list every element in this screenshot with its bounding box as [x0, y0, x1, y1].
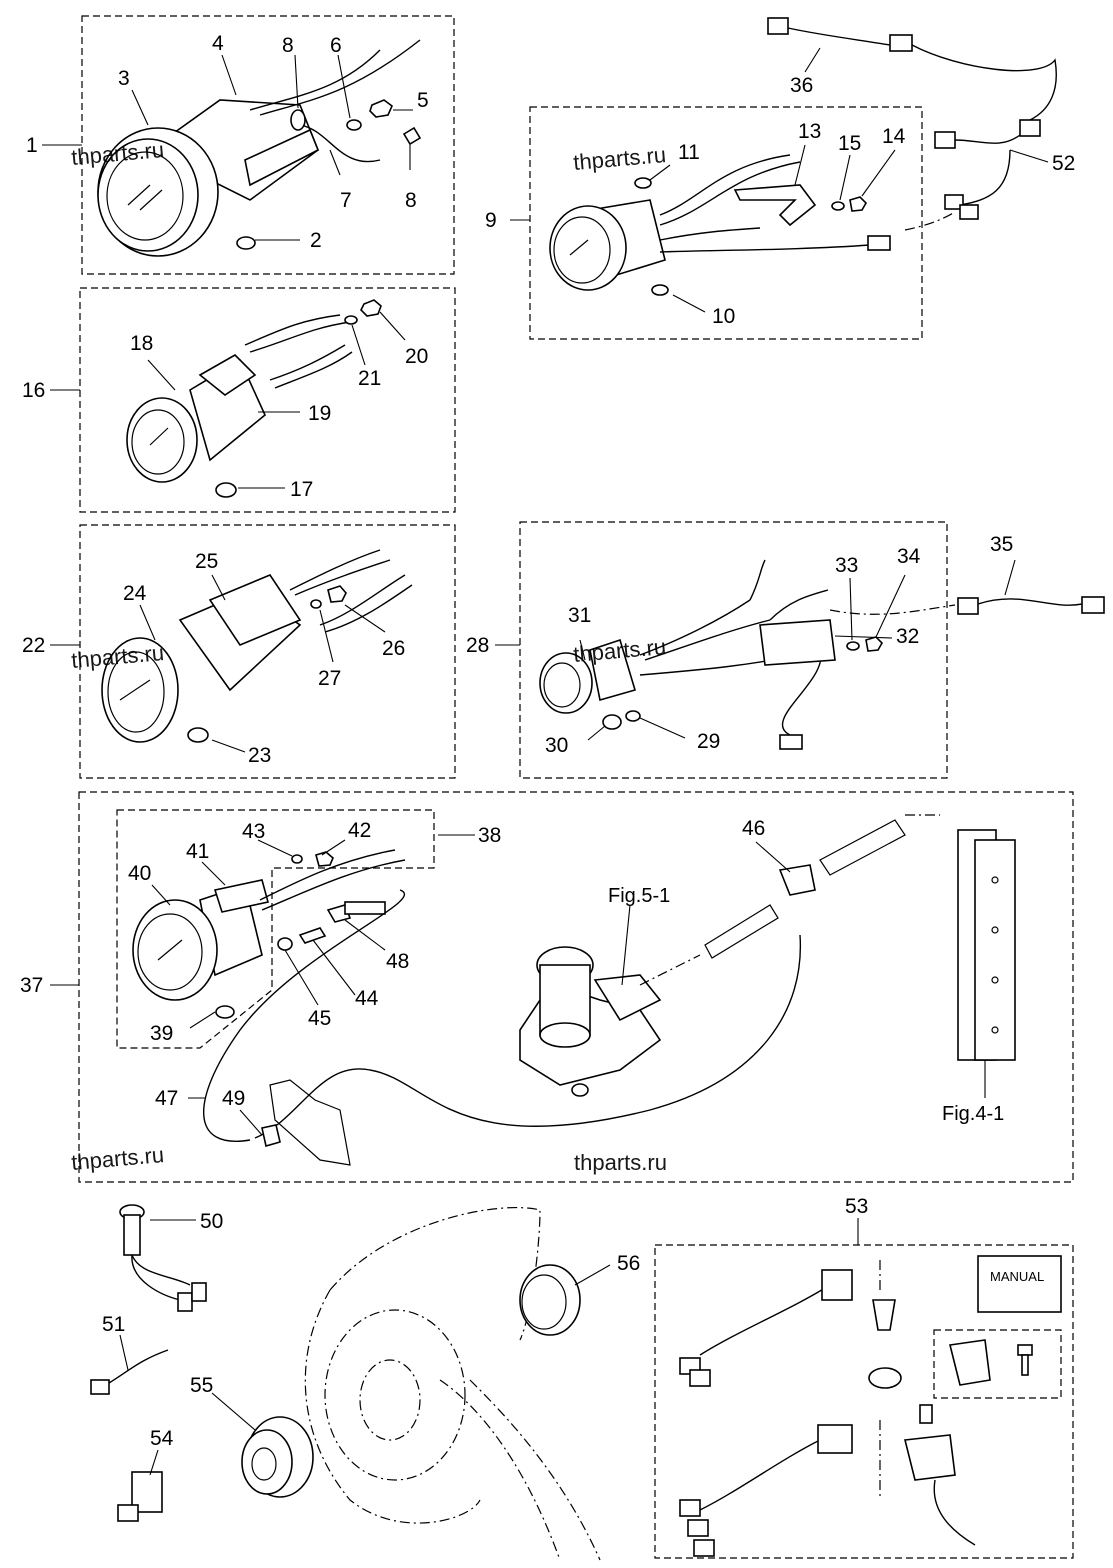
callout-27: 27 — [318, 667, 341, 690]
hub-55 — [241, 1416, 314, 1498]
callout-26: 26 — [382, 637, 405, 660]
kit-53 — [679, 1255, 1062, 1557]
callout-55: 55 — [190, 1374, 213, 1397]
callout-37: 37 — [20, 974, 43, 997]
callout-10: 10 — [712, 305, 735, 328]
callout-53: 53 — [845, 1195, 868, 1218]
switch-50 — [119, 1204, 207, 1312]
callout-6: 6 — [330, 34, 342, 57]
callout-52: 52 — [1052, 152, 1075, 175]
callout-33: 33 — [835, 554, 858, 577]
pump-assembly — [519, 946, 662, 1097]
callout-31: 31 — [568, 604, 591, 627]
callout-32: 32 — [896, 625, 919, 648]
callout-22: 22 — [22, 634, 45, 657]
callout-24: 24 — [123, 582, 147, 605]
callout-29: 29 — [697, 730, 720, 753]
callout-42: 42 — [348, 819, 371, 842]
harness-35 — [829, 596, 1105, 615]
propeller — [304, 1207, 601, 1561]
callout-50: 50 — [200, 1210, 223, 1233]
callout-30: 30 — [545, 734, 568, 757]
group-box-1 — [81, 15, 455, 275]
callout-47: 47 — [155, 1087, 178, 1110]
callout-2: 2 — [310, 229, 322, 252]
callout-21: 21 — [358, 367, 381, 390]
gauge-assembly-28 — [539, 559, 883, 750]
callout-3: 3 — [118, 67, 130, 90]
figure-reference-5-1: Fig.5-1 — [608, 885, 670, 907]
callout-5: 5 — [417, 89, 429, 112]
harness-52 — [904, 119, 1041, 231]
cap-56 — [519, 1264, 581, 1336]
callout-19: 19 — [308, 402, 331, 425]
callout-11: 11 — [678, 141, 700, 164]
group-box-37 — [78, 791, 1074, 1183]
callout-43: 43 — [242, 820, 265, 843]
gauge-assembly-1 — [97, 39, 422, 257]
group-box-28 — [519, 521, 948, 779]
harness-36 — [767, 17, 1057, 121]
callout-1: 1 — [26, 134, 38, 157]
callout-15: 15 — [838, 132, 861, 155]
callout-40: 40 — [128, 862, 151, 885]
callout-38: 38 — [478, 824, 501, 847]
callout-numbers: 1 2 3 4 5 6 7 8 8 9 10 11 13 14 15 16 17… — [20, 32, 1075, 1450]
manual-label: MANUAL — [990, 1269, 1044, 1284]
group-box-16 — [79, 287, 456, 513]
gauge-assembly-9 — [549, 154, 891, 296]
callout-44: 44 — [355, 987, 379, 1010]
gauge-assembly-16 — [126, 299, 382, 498]
group-box-53-inner — [933, 1329, 1062, 1399]
callout-41: 41 — [186, 840, 209, 863]
watermark: thparts.ru — [572, 142, 667, 175]
watermark: thparts.ru — [574, 1150, 667, 1175]
callout-13: 13 — [798, 120, 821, 143]
callout-8b: 8 — [405, 189, 417, 212]
callout-8a: 8 — [282, 34, 294, 57]
callout-16: 16 — [22, 379, 45, 402]
callout-4: 4 — [212, 32, 224, 55]
callout-35: 35 — [990, 533, 1013, 556]
callout-46: 46 — [742, 817, 765, 840]
group-box-22 — [79, 524, 456, 779]
callout-48: 48 — [386, 950, 409, 973]
watermark: thparts.ru — [572, 634, 667, 667]
callout-14: 14 — [882, 125, 906, 148]
callout-54: 54 — [150, 1427, 174, 1450]
callout-51: 51 — [102, 1313, 125, 1336]
callout-45: 45 — [308, 1007, 331, 1030]
callout-34: 34 — [897, 545, 921, 568]
callout-49: 49 — [222, 1087, 245, 1110]
callout-9: 9 — [485, 209, 497, 232]
callout-28: 28 — [466, 634, 489, 657]
callout-18: 18 — [130, 332, 153, 355]
callout-56: 56 — [617, 1252, 640, 1275]
leader-lines — [42, 47, 1049, 1476]
gauge-assembly-22 — [101, 549, 413, 743]
callout-36: 36 — [790, 74, 813, 97]
group-box-38 — [116, 809, 435, 1049]
callout-23: 23 — [248, 744, 271, 767]
group-box-53 — [654, 1244, 1074, 1559]
callout-17: 17 — [290, 478, 313, 501]
group-box-9 — [529, 106, 923, 340]
callout-39: 39 — [150, 1022, 173, 1045]
callout-7: 7 — [340, 189, 352, 212]
lead-51 — [90, 1349, 169, 1395]
anode-54 — [117, 1471, 163, 1522]
figure-reference-4-1: Fig.4-1 — [942, 1103, 1004, 1125]
callout-25: 25 — [195, 550, 218, 573]
watermark: thparts.ru — [70, 1142, 165, 1175]
callout-20: 20 — [405, 345, 428, 368]
trim-cylinder — [957, 829, 1016, 1061]
hoses-37 — [202, 814, 940, 1166]
